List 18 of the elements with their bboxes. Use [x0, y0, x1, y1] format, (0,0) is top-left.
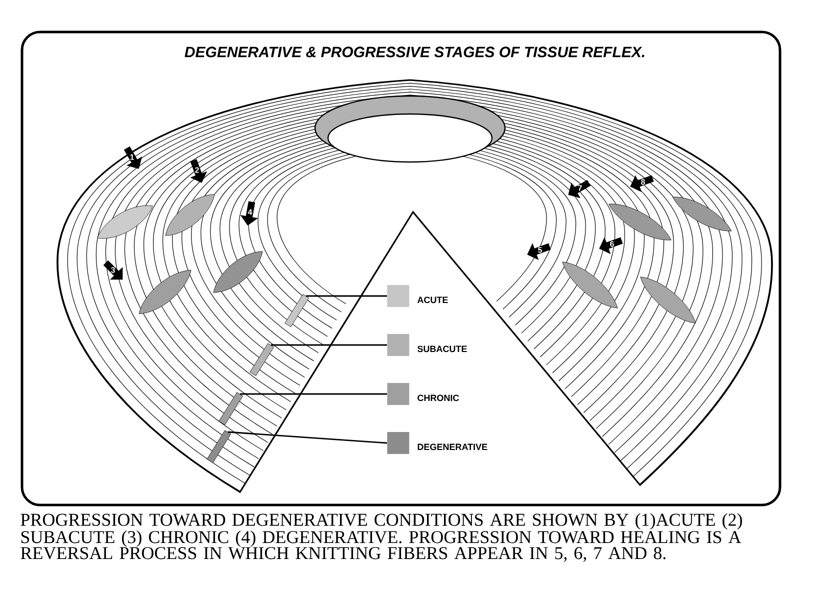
caption: PROGRESSION TOWARD DEGENERATIVE CONDITIONS ARE SHOWN BY (1)ACUTE (2) SUBACUTE (3) CHRONIC (4) DEGENERATIVE. PROGRESSION TOWARD HEALING IS A REVERSAL PROCESS IN WHICH KNITTING FIBERS APPEAR IN 5, 6, 7 AND 8. — [20, 513, 742, 562]
leader-line — [271, 344, 387, 346]
node-label: ACUTE — [417, 296, 448, 304]
node-label: DEGENERATIVE — [418, 444, 488, 450]
legend-entry: DEGENERATIVE — [387, 432, 488, 454]
tissue-layer — [218, 392, 244, 426]
legend-entry: SUBACUTE — [387, 334, 467, 356]
node-label: CHRONIC — [418, 394, 459, 402]
leader-line — [306, 295, 387, 297]
node-label: SUBACUTE — [417, 346, 467, 352]
title: DEGENERATIVE & PROGRESSIVE STAGES OF TISSUE REFLEX. — [184, 46, 644, 58]
legend-entry: CHRONIC — [387, 383, 459, 405]
legend-entry: ACUTE — [387, 285, 448, 307]
leader-line — [228, 431, 388, 444]
leader-line — [240, 393, 387, 395]
tissue-layer — [250, 343, 274, 376]
tissue-layer — [206, 430, 232, 464]
tissue-layer — [284, 294, 310, 328]
